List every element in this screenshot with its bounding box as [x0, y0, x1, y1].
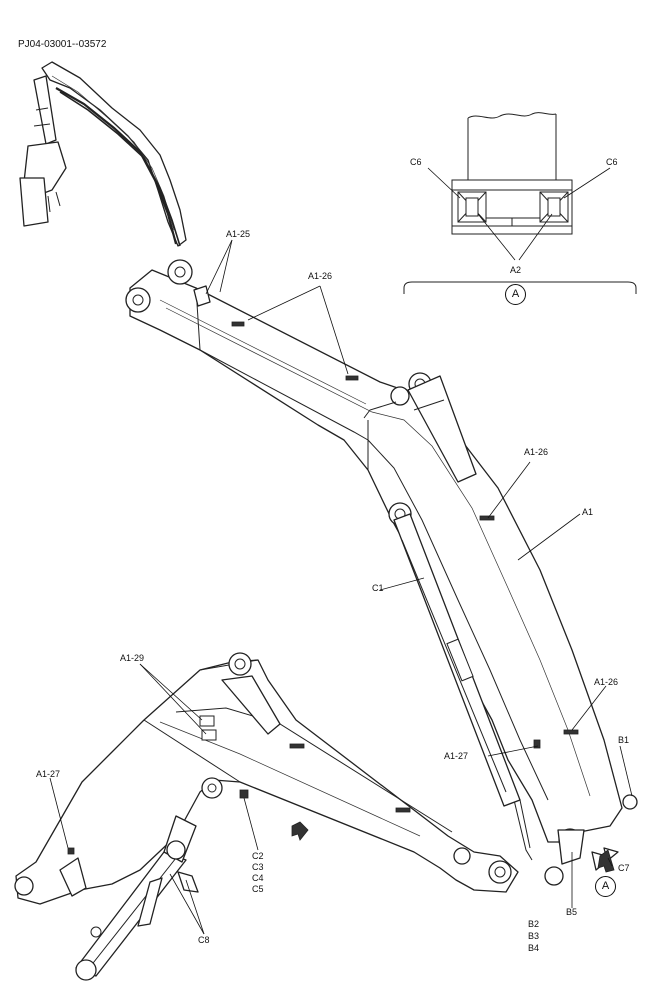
view-marker-detail: A — [505, 284, 526, 305]
label-c6-right: C6 — [606, 157, 618, 167]
direction-arrow-lower — [291, 821, 309, 841]
callout-c4: C4 — [252, 873, 264, 883]
callout-a1-25: A1-25 — [226, 229, 251, 239]
view-marker-main: A — [595, 876, 616, 897]
document-number: PJ04-03001--03572 — [18, 39, 107, 50]
callout-a1-29: A1-29 — [120, 653, 145, 663]
view-a-arrow — [597, 849, 615, 873]
callout-a1-26-low: A1-26 — [594, 677, 619, 687]
callout-b4: B4 — [528, 943, 540, 953]
callout-a1-26-mid: A1-26 — [524, 447, 549, 457]
callout-c2: C2 — [252, 851, 264, 861]
lower-boom — [14, 652, 519, 905]
callout-c5: C5 — [252, 884, 264, 894]
callout-c1: C1 — [372, 583, 384, 593]
callout-b5: B5 — [566, 907, 578, 917]
callout-c7: C7 — [618, 863, 630, 873]
main-boom — [125, 259, 638, 886]
excavator-thumbnail — [19, 61, 187, 247]
callout-c3: C3 — [252, 862, 264, 872]
label-a2: A2 — [510, 265, 522, 275]
callout-a1-27-right: A1-27 — [444, 751, 469, 761]
boom-cylinder — [393, 513, 521, 807]
leader-lines — [49, 239, 633, 935]
callout-b1: B1 — [618, 735, 630, 745]
callout-b3: B3 — [528, 931, 540, 941]
callout-c8: C8 — [198, 935, 210, 945]
label-c6-left: C6 — [410, 157, 422, 167]
callout-b2: B2 — [528, 919, 540, 929]
callout-a1: A1 — [582, 507, 594, 517]
callout-a1-26-top: A1-26 — [308, 271, 333, 281]
detail-view-a — [403, 112, 637, 294]
lower-boom-cylinder — [75, 815, 199, 981]
callout-a1-27-left: A1-27 — [36, 769, 61, 779]
